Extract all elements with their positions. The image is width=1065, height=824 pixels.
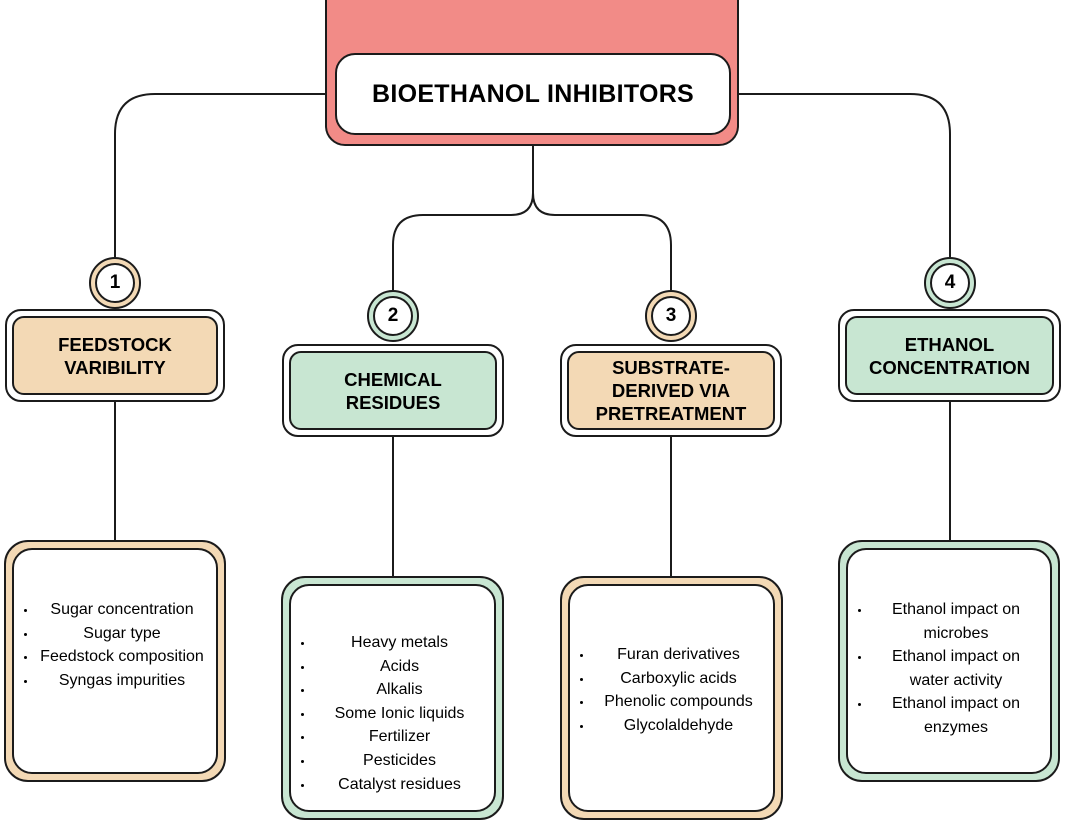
category-1-label-line: FEEDSTOCK [58,333,172,355]
category-ethanol-concentration: ETHANOL CONCENTRATION [838,309,1061,402]
detail-list-4: Ethanol impact on microbes Ethanol impac… [848,598,1050,740]
badge-3: 3 [645,290,697,342]
badge-2-number: 2 [373,296,413,336]
detail-box-2: Heavy metals Acids Alkalis Some Ionic li… [281,576,504,820]
detail-box-4-inner: Ethanol impact on microbes Ethanol impac… [846,548,1052,774]
detail-box-1: Sugar concentration Sugar type Feedstock… [4,540,226,782]
list-item: Alkalis [291,678,494,702]
list-item: Ethanol impact on enzymes [848,692,1050,739]
category-3-label-line: PRETREATMENT [595,403,747,424]
badge-4: 4 [924,257,976,309]
list-item: Glycolaldehyde [570,714,773,738]
category-feedstock-variability: FEEDSTOCK VARIBILITY [5,309,225,402]
connector-root-to-1 [114,93,325,257]
category-2-label-line: CHEMICAL [344,368,442,390]
badge-2: 2 [367,290,419,342]
connector-root-to-4 [739,93,951,257]
list-item: Sugar concentration [14,598,216,622]
diagram-title: BIOETHANOL INHIBITORS [335,53,731,135]
badge-1-number: 1 [95,263,135,303]
list-item: Furan derivatives [570,643,773,667]
category-3-label-line: DERIVED VIA [611,380,731,401]
detail-box-3-inner: Furan derivatives Carboxylic acids Pheno… [568,584,775,812]
category-2-label: CHEMICAL RESIDUES [289,351,497,430]
category-3-label: SUBSTRATE- DERIVED VIA PRETREATMENT [567,351,775,430]
detail-list-3: Furan derivatives Carboxylic acids Pheno… [570,643,773,737]
list-item: Syngas impurities [14,669,216,693]
list-item: Catalyst residues [291,773,494,797]
category-1-label-line: VARIBILITY [64,356,166,378]
list-item: Some Ionic liquids [291,702,494,726]
list-item: Acids [291,655,494,679]
category-chemical-residues: CHEMICAL RESIDUES [282,344,504,437]
list-item: Heavy metals [291,631,494,655]
category-4-label-line: CONCENTRATION [868,356,1030,378]
badge-3-number: 3 [651,296,691,336]
category-substrate-derived-via-pretreatment: SUBSTRATE- DERIVED VIA PRETREATMENT [560,344,782,437]
list-item: Pesticides [291,749,494,773]
category-4-label: ETHANOL CONCENTRATION [845,316,1054,395]
detail-list-1: Sugar concentration Sugar type Feedstock… [14,598,216,692]
badge-1: 1 [89,257,141,309]
connector-root-to-2 [392,192,534,290]
connector-root-to-3 [532,192,672,290]
list-item: Sugar type [14,622,216,646]
list-item: Feedstock composition [14,645,216,669]
detail-list-2: Heavy metals Acids Alkalis Some Ionic li… [291,631,494,796]
category-2-label-line: RESIDUES [345,391,441,413]
category-3-label-line: SUBSTRATE- [612,357,730,378]
list-item: Fertilizer [291,725,494,749]
list-item: Ethanol impact on microbes [848,598,1050,645]
detail-box-3: Furan derivatives Carboxylic acids Pheno… [560,576,783,820]
detail-box-4: Ethanol impact on microbes Ethanol impac… [838,540,1060,782]
list-item: Carboxylic acids [570,667,773,691]
category-4-label-line: ETHANOL [904,333,995,355]
detail-box-1-inner: Sugar concentration Sugar type Feedstock… [12,548,218,774]
category-1-label: FEEDSTOCK VARIBILITY [12,316,218,395]
badge-4-number: 4 [930,263,970,303]
list-item: Ethanol impact on water activity [848,645,1050,692]
list-item: Phenolic compounds [570,690,773,714]
detail-box-2-inner: Heavy metals Acids Alkalis Some Ionic li… [289,584,496,812]
